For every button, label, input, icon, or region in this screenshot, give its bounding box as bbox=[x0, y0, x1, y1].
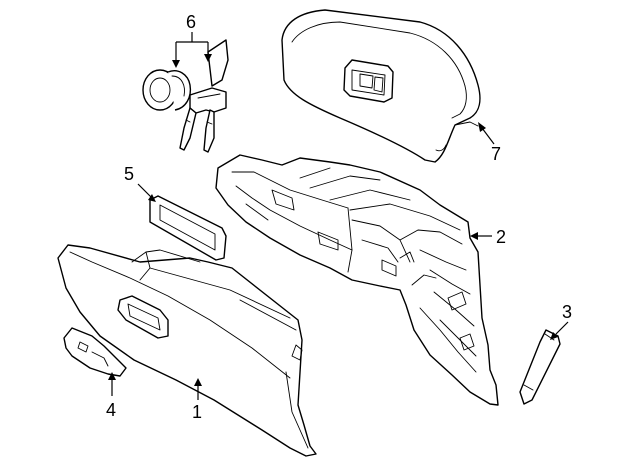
part-1-glove-box bbox=[57, 244, 317, 457]
part-2-housing bbox=[215, 154, 499, 406]
callout-6: 6 bbox=[186, 12, 196, 32]
leader-lines bbox=[108, 32, 569, 400]
part-3-damper bbox=[519, 329, 561, 405]
part-6-lock-and-keys bbox=[142, 39, 229, 153]
callout-3: 3 bbox=[562, 302, 572, 322]
callout-4: 4 bbox=[106, 400, 116, 420]
callout-2: 2 bbox=[496, 227, 506, 247]
part-5-bracket bbox=[149, 195, 227, 261]
part-7-upper-cover bbox=[281, 9, 481, 163]
callout-1: 1 bbox=[192, 402, 202, 422]
part-4-clip bbox=[63, 327, 127, 377]
callout-7: 7 bbox=[491, 144, 501, 164]
callout-5: 5 bbox=[124, 164, 134, 184]
